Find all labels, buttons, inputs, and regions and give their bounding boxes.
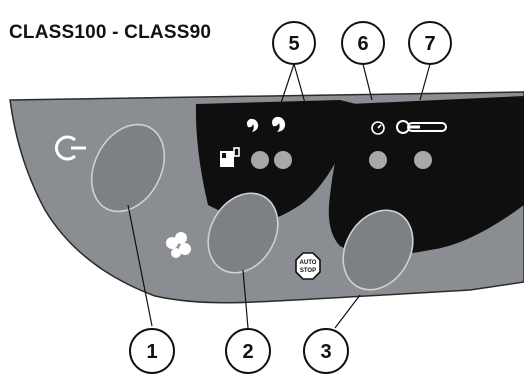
auto-stop-badge: AUTO STOP (295, 252, 321, 280)
clock-icon (371, 121, 385, 135)
leader-lines (127, 63, 431, 329)
svg-text:7: 7 (424, 33, 435, 55)
svg-text:3: 3 (320, 341, 331, 363)
auto-stop-line1: AUTO (300, 260, 317, 266)
steam-icon (166, 232, 191, 258)
thermometer-icon (396, 120, 447, 134)
power-button[interactable] (77, 112, 178, 224)
steam-button[interactable] (194, 181, 291, 286)
callout-3: 3 (303, 328, 349, 374)
callout-1: 1 (129, 328, 175, 374)
callout-5: 5 (272, 21, 316, 65)
auto-stop-line2: STOP (300, 268, 316, 274)
led-timer (369, 151, 387, 169)
callout-6: 6 (341, 21, 385, 65)
water-tank-icon (220, 147, 240, 167)
svg-text:1: 1 (146, 341, 157, 363)
power-icon (55, 135, 86, 161)
auto-stop-button[interactable] (329, 198, 426, 303)
svg-text:2: 2 (242, 341, 253, 363)
callout-2: 2 (225, 328, 271, 374)
svg-text:5: 5 (288, 33, 299, 55)
steam-cups-icon (246, 116, 286, 132)
led-water (251, 151, 269, 169)
led-steam (274, 151, 292, 169)
diagram-title: CLASS100 - CLASS90 (9, 22, 212, 43)
led-temperature (414, 151, 432, 169)
svg-text:6: 6 (357, 33, 368, 55)
callout-7: 7 (408, 21, 452, 65)
